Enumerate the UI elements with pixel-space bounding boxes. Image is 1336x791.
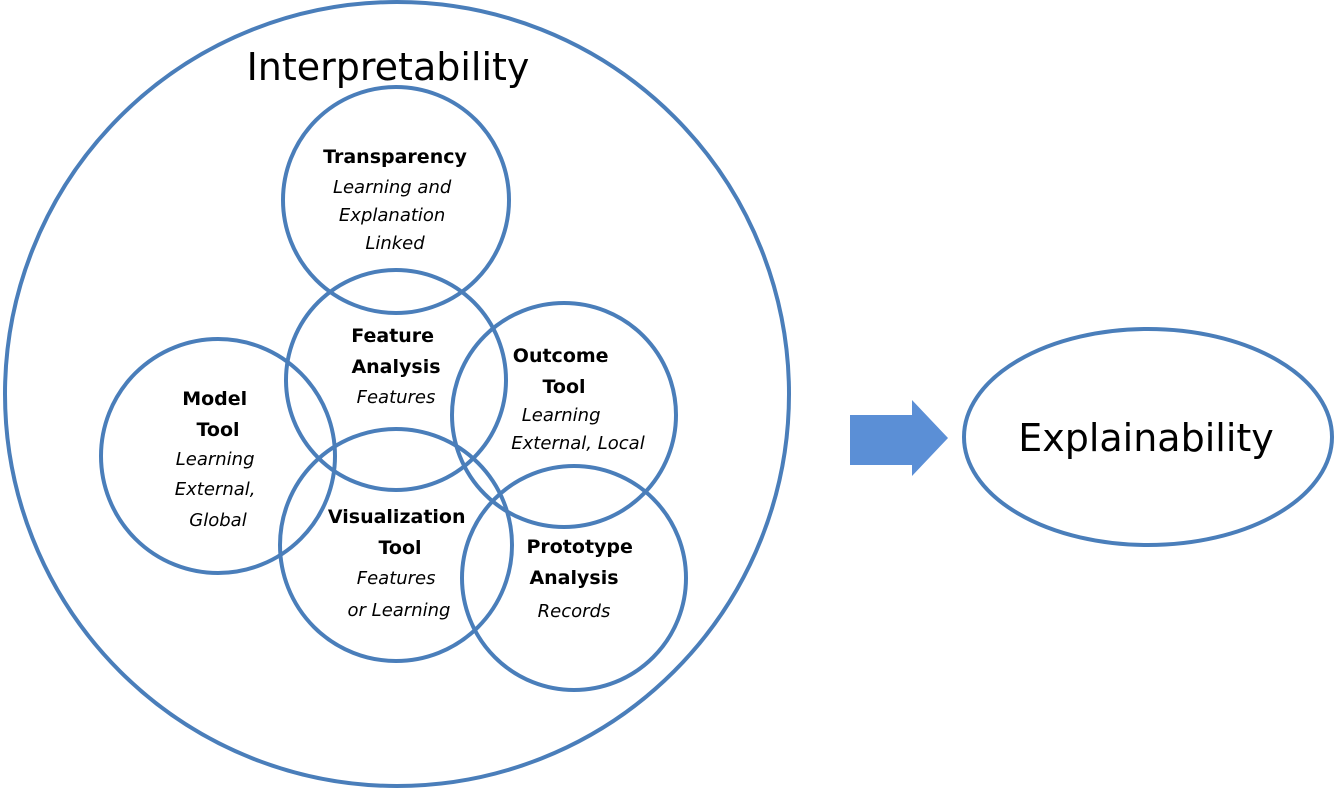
feature-analysis-label: Feature Analysis Features	[351, 325, 440, 408]
prototype-analysis-detail: Records	[538, 601, 611, 622]
feature-analysis-title-line: Analysis	[351, 356, 440, 378]
visualization-tool-label: Visualization Tool Features or Learning	[328, 506, 472, 621]
visualization-tool-detail-line: or Learning	[348, 600, 451, 621]
transparency-title: Transparency	[323, 146, 467, 168]
visualization-tool-detail-line: Features	[357, 568, 436, 589]
model-tool-detail-line: External,	[175, 479, 256, 500]
outcome-tool-title-line: Tool	[542, 376, 585, 398]
feature-analysis-detail-line: Features	[357, 387, 436, 408]
outcome-tool-detail: Learning External, Local	[511, 405, 644, 454]
explainability-label: Explainability	[1018, 416, 1274, 460]
interpretability-outer-circle	[3, 0, 791, 788]
feature-analysis-detail: Features	[357, 387, 436, 408]
transparency-detail-line: Explanation	[339, 205, 445, 226]
model-tool-title-line: Model	[182, 388, 247, 410]
prototype-analysis-circle	[460, 464, 688, 692]
feature-analysis-title-line: Feature	[351, 325, 434, 347]
transparency-circle	[281, 85, 511, 315]
outcome-tool-title: Outcome Tool	[513, 345, 615, 398]
outcome-tool-circle	[450, 301, 678, 529]
feature-analysis-title: Feature Analysis	[351, 325, 440, 378]
visualization-tool-title-line: Visualization	[328, 506, 466, 528]
outcome-tool-detail-line: Learning	[522, 405, 601, 426]
model-tool-circle	[99, 337, 337, 575]
feature-analysis-circle	[284, 268, 508, 492]
transparency-detail-line: Learning and	[333, 177, 452, 198]
model-tool-detail-line: Learning	[176, 449, 255, 470]
prototype-analysis-label: Prototype Analysis Records	[526, 536, 639, 622]
model-tool-label: Model Tool Learning External, Global	[175, 388, 261, 531]
model-tool-detail-line: Global	[189, 510, 246, 531]
transparency-detail-line: Linked	[365, 233, 425, 254]
prototype-analysis-title: Prototype Analysis	[526, 536, 639, 589]
visualization-tool-title: Visualization Tool	[328, 506, 472, 559]
prototype-analysis-title-line: Analysis	[529, 567, 618, 589]
model-tool-detail: Learning External, Global	[175, 449, 261, 531]
explainability-ellipse	[962, 327, 1334, 547]
interpretability-title: Interpretability	[247, 45, 530, 89]
outcome-tool-detail-line: External, Local	[511, 433, 644, 454]
transparency-detail: Learning and Explanation Linked	[333, 177, 457, 254]
visualization-tool-title-line: Tool	[378, 537, 421, 559]
outcome-tool-label: Outcome Tool Learning External, Local	[511, 345, 644, 454]
visualization-tool-detail: Features or Learning	[348, 568, 451, 621]
model-tool-title: Model Tool	[182, 388, 254, 441]
model-tool-title-line: Tool	[196, 419, 239, 441]
transparency-title-line: Transparency	[323, 146, 467, 168]
right-arrow-icon	[850, 400, 948, 476]
outcome-tool-title-line: Outcome	[513, 345, 609, 367]
prototype-analysis-detail-line: Records	[538, 601, 611, 622]
prototype-analysis-title-line: Prototype	[526, 536, 632, 558]
transparency-label: Transparency Learning and Explanation Li…	[323, 146, 467, 254]
visualization-tool-circle	[278, 427, 514, 663]
